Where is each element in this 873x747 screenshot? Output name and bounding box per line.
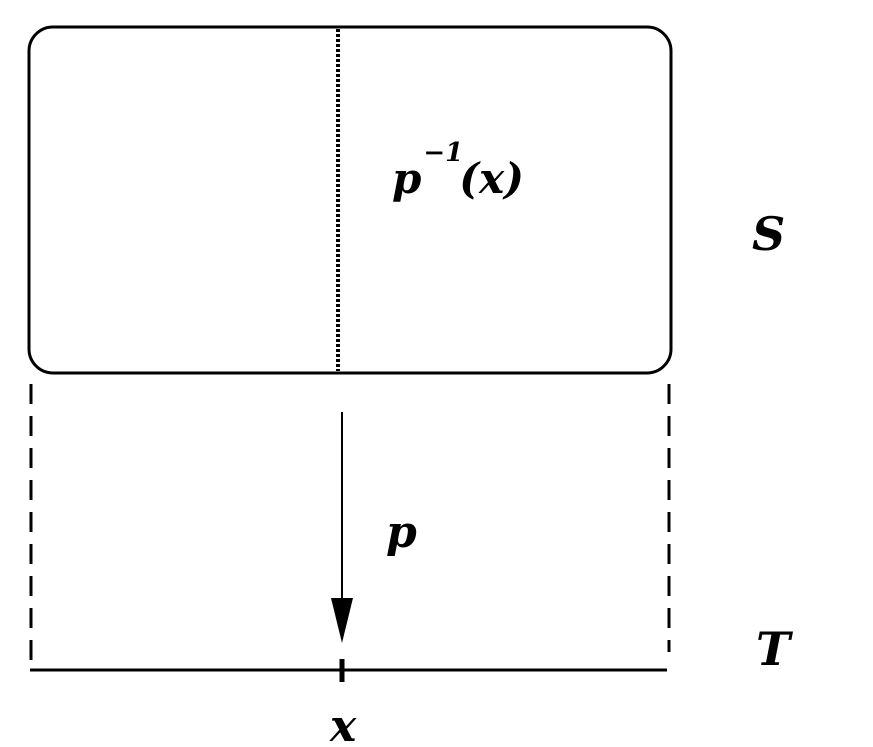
point-label: x <box>329 701 357 747</box>
fiber-label-argument: (x) <box>459 154 524 203</box>
fiber-label-base: p <box>392 154 421 203</box>
total-space-rectangle <box>27 25 673 375</box>
projection-label: p <box>386 507 417 558</box>
base-space-label: T <box>756 622 794 676</box>
fiber-label: p−1(x) <box>392 138 524 203</box>
total-space-label: S <box>752 207 785 261</box>
fiber-label-exponent: −1 <box>423 138 463 168</box>
projection-arrow-head <box>331 598 353 643</box>
